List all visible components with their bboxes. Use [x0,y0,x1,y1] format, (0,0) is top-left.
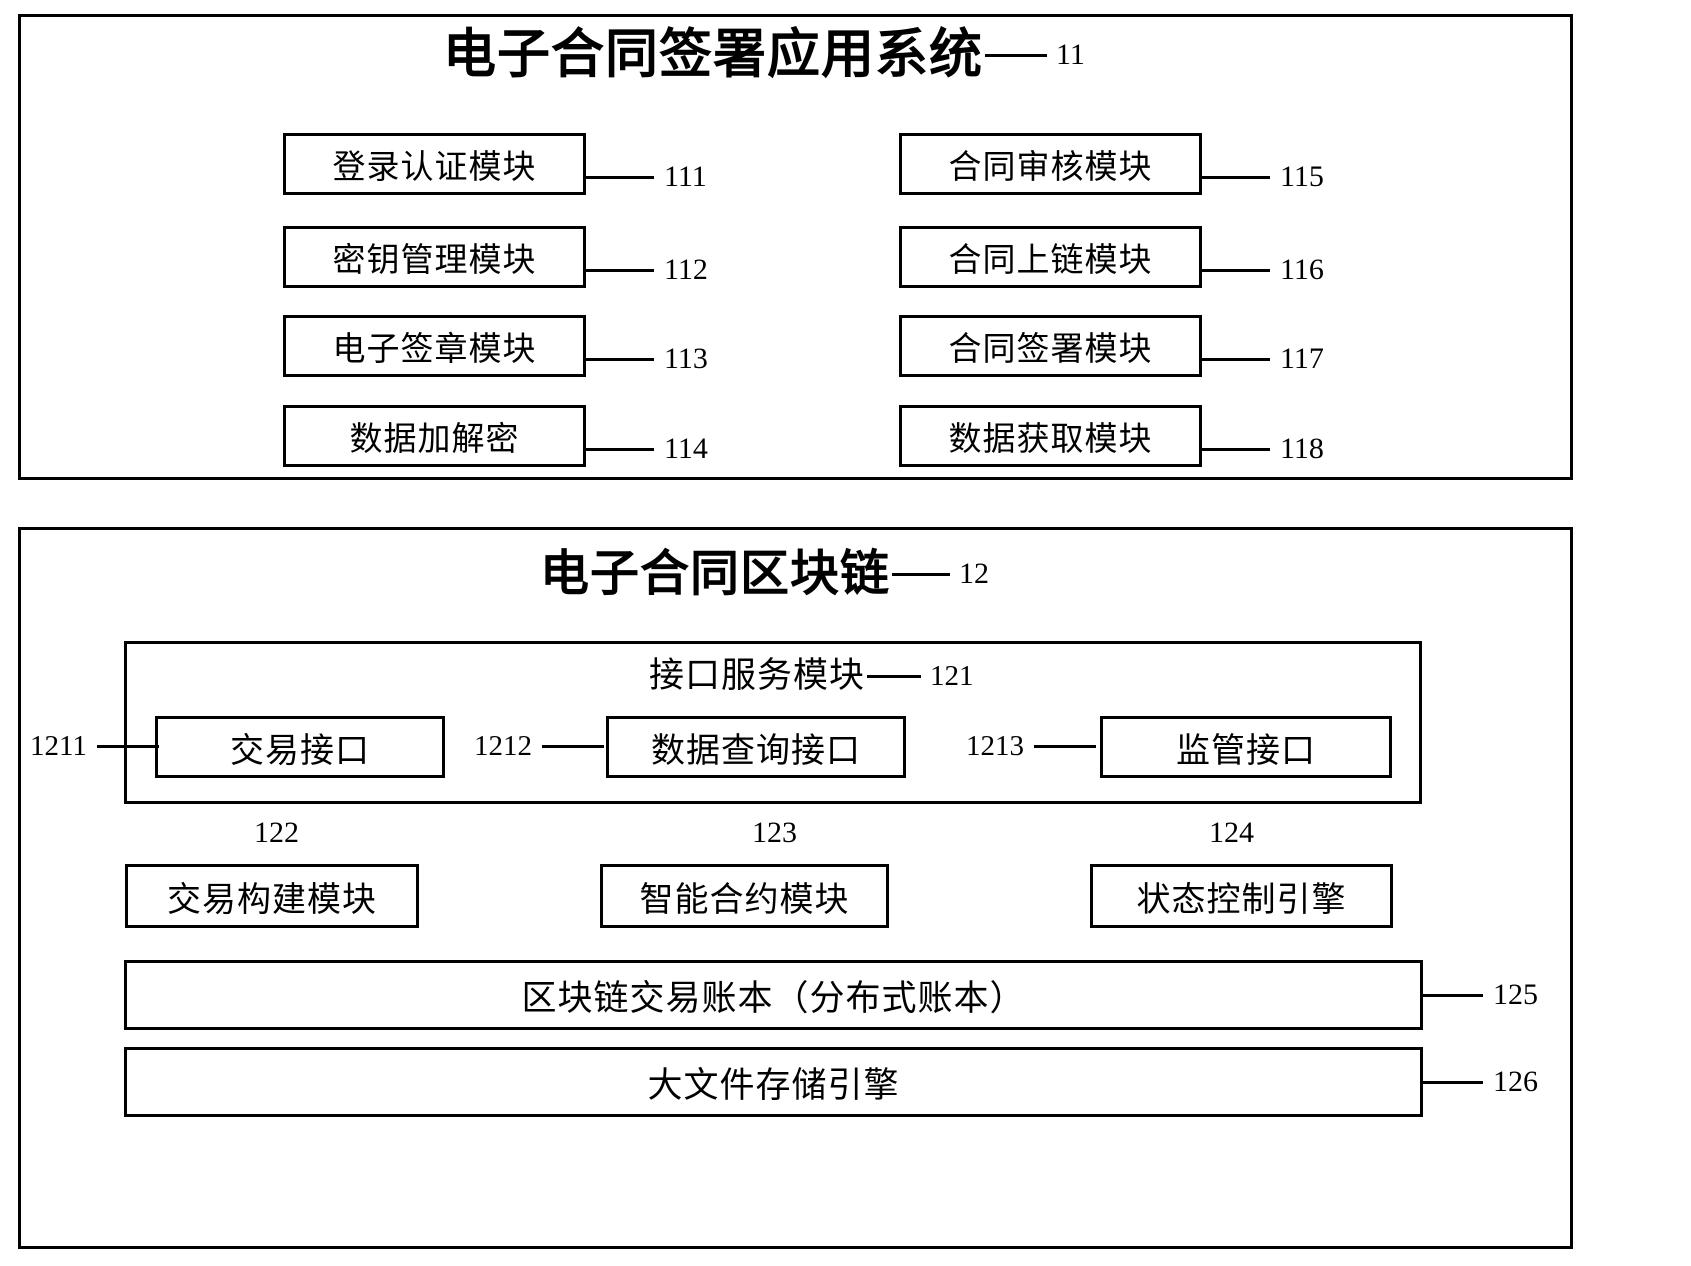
blockchain-title: 电子合同区块链 [540,546,891,601]
callout-111: 111 [586,162,707,192]
callout-113: 113 [586,344,708,374]
reference-number-121: 121 [930,660,974,692]
reference-number-11: 11 [1056,38,1085,71]
reference-number-12: 12 [959,557,990,590]
reference-number-1212: 1212 [474,730,532,762]
leader-line-1213 [1034,745,1096,748]
callout-118: 118 [1202,434,1324,464]
module-contract-signing[interactable]: 合同签署模块 [899,315,1202,377]
reference-number-115: 115 [1280,160,1324,193]
application-system-title-group: 电子合同签署应用系统 11 [443,24,1085,86]
callout-125: 125 [1423,980,1538,1010]
application-system-panel [18,14,1573,480]
reference-number-113: 113 [664,342,708,375]
reference-number-125: 125 [1493,978,1538,1011]
reference-number-123: 123 [752,816,797,849]
module-electronic-seal[interactable]: 电子签章模块 [283,315,586,377]
reference-number-117: 117 [1280,342,1324,375]
reference-number-112: 112 [664,253,708,286]
interface-data-query[interactable]: 数据查询接口 [606,716,906,778]
interface-service-title-group: 接口服务模块 121 [649,655,974,697]
module-login-auth[interactable]: 登录认证模块 [283,133,586,195]
reference-number-122: 122 [254,816,299,849]
leader-line-11 [985,53,1047,57]
leader-line-1212 [542,745,604,748]
leader-line-111 [586,175,654,179]
reference-number-124: 124 [1209,816,1254,849]
callout-115: 115 [1202,162,1324,192]
leader-line-12 [892,572,951,576]
reference-number-116: 116 [1280,253,1324,286]
application-system-title: 电子合同签署应用系统 [443,26,983,84]
module-contract-onchain[interactable]: 合同上链模块 [899,226,1202,288]
reference-number-126: 126 [1493,1065,1538,1098]
callout-116: 116 [1202,255,1324,285]
reference-number-111: 111 [664,160,707,193]
leader-line-121 [867,674,922,678]
module-transaction-build[interactable]: 交易构建模块 [125,864,419,928]
callout-1213: 1213 [966,732,1096,761]
blockchain-title-group: 电子合同区块链 12 [540,545,989,603]
reference-number-1213: 1213 [966,730,1024,762]
leader-line-113 [586,357,654,361]
blockchain-transaction-ledger[interactable]: 区块链交易账本（分布式账本） [124,960,1423,1030]
module-data-encryption[interactable]: 数据加解密 [283,405,586,467]
leader-line-117 [1202,357,1270,361]
leader-line-114 [586,447,654,451]
interface-service-title: 接口服务模块 [649,656,866,695]
module-contract-review[interactable]: 合同审核模块 [899,133,1202,195]
leader-line-116 [1202,268,1270,272]
reference-number-1211: 1211 [30,730,87,762]
module-key-management[interactable]: 密钥管理模块 [283,226,586,288]
callout-112: 112 [586,255,708,285]
module-state-control-engine[interactable]: 状态控制引擎 [1090,864,1393,928]
module-smart-contract[interactable]: 智能合约模块 [600,864,889,928]
leader-line-118 [1202,447,1270,451]
interface-supervision[interactable]: 监管接口 [1100,716,1392,778]
callout-117: 117 [1202,344,1324,374]
callout-114: 114 [586,434,708,464]
leader-line-112 [586,268,654,272]
large-file-storage-engine[interactable]: 大文件存储引擎 [124,1047,1423,1117]
callout-1212: 1212 [474,732,604,761]
reference-number-114: 114 [664,432,708,465]
leader-line-126 [1423,1080,1483,1084]
leader-line-1211 [96,745,159,748]
reference-number-118: 118 [1280,432,1324,465]
callout-126: 126 [1423,1067,1538,1097]
callout-1211: 1211 [30,732,159,761]
leader-line-115 [1202,175,1270,179]
leader-line-125 [1423,993,1483,997]
module-data-acquisition[interactable]: 数据获取模块 [899,405,1202,467]
interface-transaction[interactable]: 交易接口 [155,716,445,778]
